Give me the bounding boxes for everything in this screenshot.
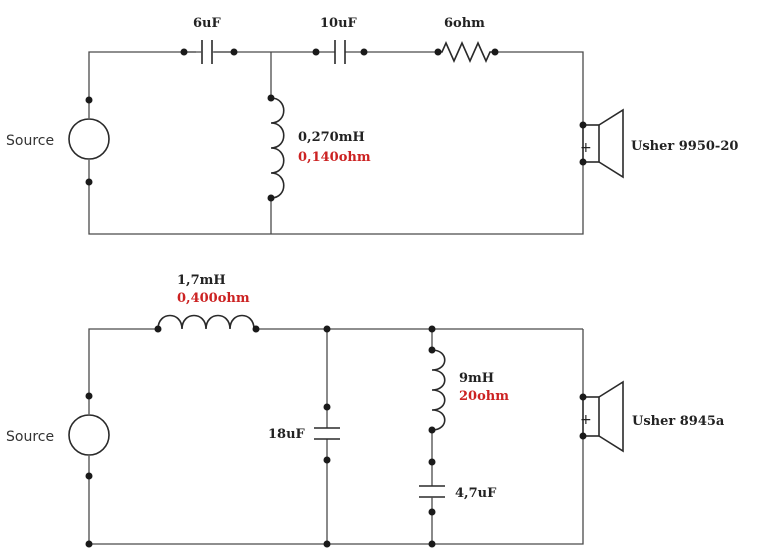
top-wire-bottom xyxy=(88,162,584,235)
top-wire-left xyxy=(88,51,196,100)
top-capacitor-1 xyxy=(184,40,234,64)
bottom-cap-label: 18uF xyxy=(268,427,306,442)
top-cap1-label: 6uF xyxy=(193,16,221,31)
top-cap2-label: 10uF xyxy=(320,16,358,31)
top-speaker-label: Usher 9950-20 xyxy=(631,139,738,154)
bottom-speaker-polarity: + xyxy=(580,412,592,428)
bottom-inductor2-label: 9mH xyxy=(459,371,494,386)
top-inductor xyxy=(270,97,285,199)
bottom-capacitor-2 xyxy=(419,485,445,498)
bottom-speaker-label: Usher 8945a xyxy=(632,414,725,429)
top-circuit: Source 6uF 10uF 6ohm 0,270mH 0,140ohm + … xyxy=(6,16,738,235)
top-wire-right xyxy=(495,51,584,125)
bottom-wire-bottom xyxy=(88,436,584,545)
top-resistor-label: 6ohm xyxy=(444,16,485,31)
bottom-inductor2-resistance: 20ohm xyxy=(459,389,509,404)
bottom-inductor-resistance: 0,400ohm xyxy=(177,291,250,306)
top-nodes xyxy=(85,48,587,202)
bottom-circuit: Source 1,7mH 0,400ohm 18uF 9mH 20ohm 4,7… xyxy=(6,273,725,548)
top-inductor-resistance: 0,140ohm xyxy=(298,150,371,165)
top-speaker-polarity: + xyxy=(580,140,592,156)
bottom-wire-left xyxy=(88,328,158,396)
bottom-nodes xyxy=(85,325,587,548)
top-source-label: Source xyxy=(6,133,54,149)
top-capacitor-2 xyxy=(334,40,346,64)
bottom-source-symbol xyxy=(68,414,110,456)
bottom-inductor xyxy=(157,314,255,330)
top-inductor-label: 0,270mH xyxy=(298,130,365,145)
bottom-speaker-symbol xyxy=(582,380,624,453)
top-source-symbol xyxy=(68,118,110,160)
top-speaker-symbol xyxy=(582,108,624,179)
bottom-capacitor xyxy=(314,427,340,440)
bottom-inductor-label: 1,7mH xyxy=(177,273,226,288)
top-resistor xyxy=(438,41,495,63)
bottom-cap2-label: 4,7uF xyxy=(455,486,497,501)
bottom-inductor-2 xyxy=(431,349,446,431)
bottom-source-label: Source xyxy=(6,429,54,445)
